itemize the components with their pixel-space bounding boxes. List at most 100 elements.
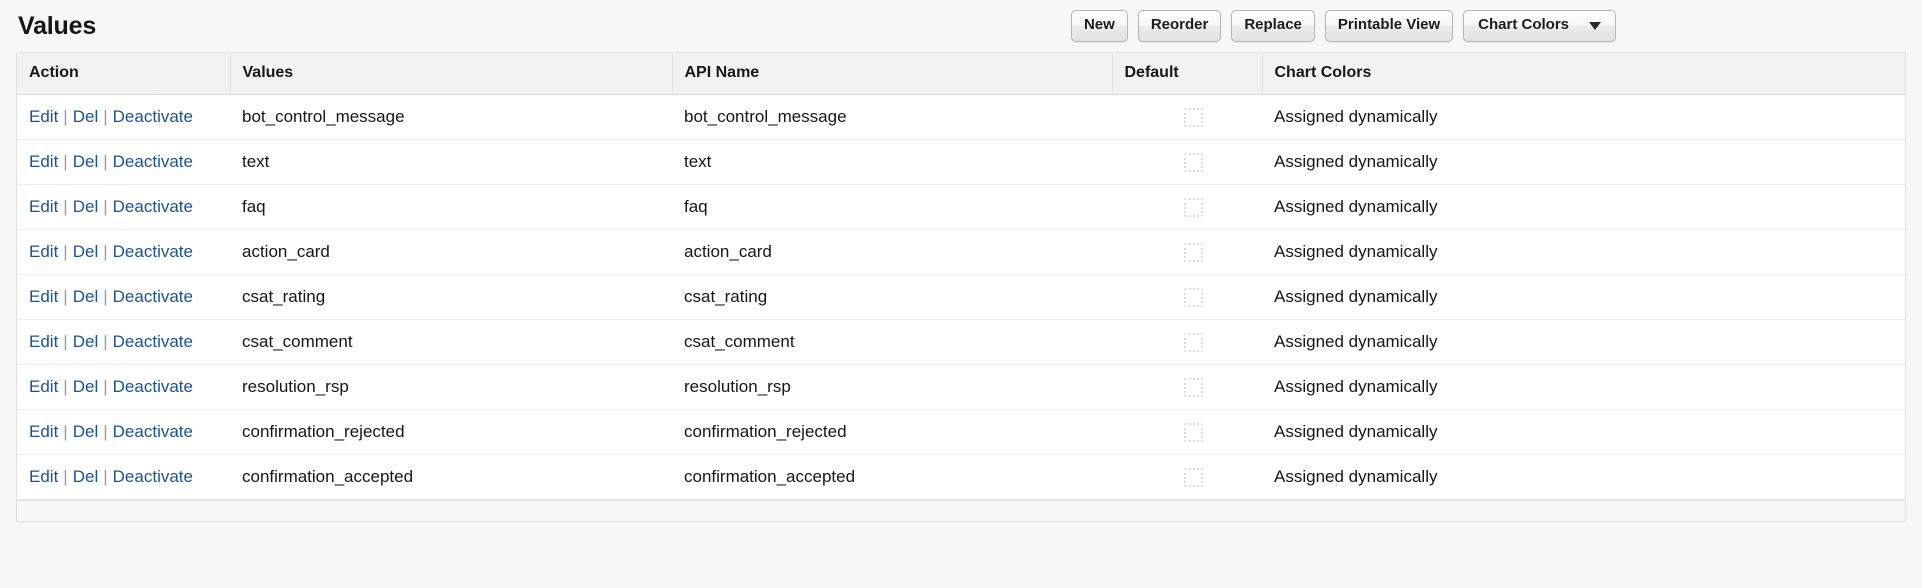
deactivate-link[interactable]: Deactivate — [112, 332, 193, 352]
action-separator: | — [63, 422, 68, 442]
cell-value: faq — [230, 184, 672, 231]
values-table-head: Action Values API Name Default Chart Col… — [17, 53, 1905, 95]
del-link[interactable]: Del — [72, 107, 99, 126]
cell-default — [1112, 229, 1262, 276]
cell-api-name: bot_control_message — [672, 94, 1112, 141]
deactivate-link[interactable]: Deactivate — [112, 107, 193, 126]
edit-link[interactable]: Edit — [29, 377, 59, 397]
cell-default — [1112, 184, 1262, 231]
default-checkbox[interactable] — [1183, 423, 1203, 443]
default-checkbox[interactable] — [1183, 153, 1203, 173]
deactivate-link[interactable]: Deactivate — [112, 467, 193, 487]
cell-chart-color: Assigned dynamically — [1262, 94, 1905, 141]
action-separator: | — [103, 197, 108, 217]
cell-action: Edit|Del|Deactivate — [17, 454, 230, 501]
cell-value: resolution_rsp — [230, 364, 672, 411]
column-header-action: Action — [17, 53, 231, 95]
header-button-group: New Reorder Replace Printable View Chart… — [1070, 10, 1906, 42]
new-button[interactable]: New — [1070, 10, 1128, 42]
cell-chart-color: Assigned dynamically — [1262, 229, 1905, 276]
cell-value: csat_comment — [230, 319, 672, 366]
cell-value: action_card — [230, 229, 672, 276]
del-link[interactable]: Del — [72, 197, 99, 217]
edit-link[interactable]: Edit — [29, 197, 59, 217]
edit-link[interactable]: Edit — [29, 287, 59, 307]
printable-view-button[interactable]: Printable View — [1324, 10, 1454, 42]
del-link[interactable]: Del — [72, 242, 99, 262]
deactivate-link[interactable]: Deactivate — [112, 377, 193, 397]
default-checkbox[interactable] — [1183, 243, 1203, 263]
chevron-down-icon — [1589, 21, 1601, 30]
column-header-api-name: API Name — [672, 53, 1113, 95]
del-link[interactable]: Del — [72, 377, 99, 397]
cell-default — [1112, 409, 1262, 456]
cell-action: Edit|Del|Deactivate — [17, 274, 230, 321]
default-checkbox[interactable] — [1183, 378, 1203, 398]
action-separator: | — [103, 107, 108, 126]
del-link[interactable]: Del — [72, 422, 99, 442]
cell-api-name: resolution_rsp — [672, 364, 1112, 411]
action-separator: | — [63, 197, 68, 217]
default-checkbox[interactable] — [1183, 198, 1203, 218]
cell-chart-color: Assigned dynamically — [1262, 454, 1905, 501]
action-separator: | — [103, 152, 108, 172]
deactivate-link[interactable]: Deactivate — [112, 197, 193, 217]
cell-default — [1112, 364, 1262, 411]
edit-link[interactable]: Edit — [29, 107, 59, 126]
cell-chart-color: Assigned dynamically — [1262, 409, 1905, 456]
cell-api-name: faq — [672, 184, 1112, 231]
del-link[interactable]: Del — [72, 287, 99, 307]
edit-link[interactable]: Edit — [29, 152, 59, 172]
edit-link[interactable]: Edit — [29, 242, 59, 262]
column-header-chart-colors: Chart Colors — [1262, 53, 1905, 95]
edit-link[interactable]: Edit — [29, 467, 59, 487]
chart-colors-dropdown-label: Chart Colors — [1478, 16, 1569, 34]
default-checkbox[interactable] — [1183, 468, 1203, 488]
replace-button[interactable]: Replace — [1231, 10, 1315, 42]
cell-value: confirmation_accepted — [230, 454, 672, 501]
cell-chart-color: Assigned dynamically — [1262, 184, 1905, 231]
del-link[interactable]: Del — [72, 332, 99, 352]
cell-default — [1112, 319, 1262, 366]
deactivate-link[interactable]: Deactivate — [112, 152, 193, 172]
cell-value: bot_control_message — [230, 94, 672, 141]
default-checkbox[interactable] — [1183, 333, 1203, 353]
cell-value: text — [230, 139, 672, 186]
cell-api-name: confirmation_accepted — [672, 454, 1112, 501]
action-separator: | — [63, 332, 68, 352]
action-separator: | — [63, 287, 68, 307]
cell-api-name: text — [672, 139, 1112, 186]
deactivate-link[interactable]: Deactivate — [112, 242, 193, 262]
cell-action: Edit|Del|Deactivate — [17, 229, 230, 276]
action-separator: | — [103, 242, 108, 262]
action-separator: | — [103, 287, 108, 307]
page-header: Values New Reorder Replace Printable Vie… — [0, 0, 1922, 52]
chart-colors-dropdown-button[interactable]: Chart Colors — [1463, 10, 1616, 42]
action-separator: | — [103, 377, 108, 397]
edit-link[interactable]: Edit — [29, 332, 59, 352]
default-checkbox[interactable] — [1183, 108, 1203, 128]
cell-chart-color: Assigned dynamically — [1262, 274, 1905, 321]
action-separator: | — [63, 242, 68, 262]
cell-api-name: csat_rating — [672, 274, 1112, 321]
cell-action: Edit|Del|Deactivate — [17, 94, 230, 141]
del-link[interactable]: Del — [72, 467, 99, 487]
column-header-values: Values — [230, 53, 673, 95]
action-separator: | — [103, 467, 108, 487]
edit-link[interactable]: Edit — [29, 422, 59, 442]
deactivate-link[interactable]: Deactivate — [112, 287, 193, 307]
cell-api-name: action_card — [672, 229, 1112, 276]
default-checkbox[interactable] — [1183, 288, 1203, 308]
cell-chart-color: Assigned dynamically — [1262, 319, 1905, 366]
deactivate-link[interactable]: Deactivate — [112, 422, 193, 442]
del-link[interactable]: Del — [72, 152, 99, 172]
reorder-button[interactable]: Reorder — [1137, 10, 1222, 42]
